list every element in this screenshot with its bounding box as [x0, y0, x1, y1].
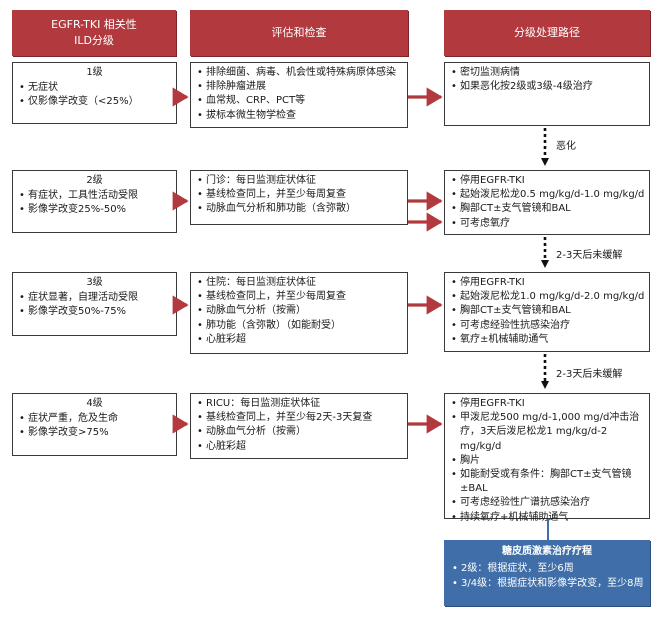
path-item: 胸部CT±支气管镜和BAL [451, 304, 643, 318]
path-item: 甲泼尼龙500 mg/d-1,000 mg/d冲击治疗，3天后泼尼松龙1 mg/… [451, 411, 643, 454]
grade-title: 4级 [86, 398, 103, 409]
path-item: 停用EGFR-TKI [451, 276, 643, 290]
path-item: 可考虑经验性广谱抗感染治疗 [451, 496, 643, 510]
header-eval: 评估和检查 [190, 10, 408, 56]
grade-item: 影像学改变50%-75% [19, 305, 170, 319]
steroid-taper-title: 糖皮质激素治疗疗程 [502, 546, 592, 557]
grade-title: 1级 [86, 67, 103, 78]
grade-box-1: 1级 无症状 仅影像学改变（<25%） [12, 62, 177, 124]
eval-box-2: 门诊：每日监测症状体征 基线检查同上，并至少每周复查 动脉血气分析和肺功能（含弥… [190, 170, 408, 225]
eval-item: 排除肿瘤进展 [197, 80, 401, 94]
path-item: 如果恶化按2级或3级-4级治疗 [451, 80, 643, 94]
header-eval-label: 评估和检查 [271, 26, 327, 39]
eval-item: 血常规、CRP、PCT等 [197, 94, 401, 108]
eval-box-1: 排除细菌、病毒、机会性或特殊病原体感染 排除肿瘤进展 血常规、CRP、PCT等 … [190, 62, 408, 128]
steroid-taper-item: 3/4级：根据症状和影像学改变，至少8周 [452, 576, 643, 591]
header-grade: EGFR-TKI 相关性 ILD分级 [12, 10, 176, 56]
path-item: 起始泼尼松龙0.5 mg/kg/d-1.0 mg/kg/d [451, 188, 644, 202]
connector-label-worsen: 恶化 [556, 141, 576, 152]
path-box-2: 停用EGFR-TKI 起始泼尼松龙0.5 mg/kg/d-1.0 mg/kg/d… [444, 170, 650, 235]
eval-item: RICU：每日监测症状体征 [197, 397, 401, 411]
eval-box-3: 住院：每日监测症状体征 基线检查同上，并至少每周复查 动脉血气分析（按需） 肺功… [190, 272, 408, 354]
grade-item: 无症状 [19, 81, 170, 95]
path-item: 可考虑经验性抗感染治疗 [451, 319, 643, 333]
path-item: 停用EGFR-TKI [451, 397, 643, 411]
path-item: 胸部CT±支气管镜和BAL [451, 202, 643, 216]
grade-box-3: 3级 症状显著，自理活动受限 影像学改变50%-75% [12, 272, 177, 336]
path-item: 氧疗±机械辅助通气 [451, 333, 643, 347]
path-item: 胸片 [451, 454, 643, 468]
header-path: 分级处理路径 [444, 10, 650, 56]
path-item: 停用EGFR-TKI [451, 174, 643, 188]
grade-item: 影像学改变25%-50% [19, 203, 170, 217]
grade-box-4: 4级 症状严重，危及生命 影像学改变>75% [12, 393, 177, 456]
path-box-3: 停用EGFR-TKI 起始泼尼松龙1.0 mg/kg/d-2.0 mg/kg/d… [444, 272, 650, 352]
eval-item: 基线检查同上，并至少每周复查 [197, 188, 401, 202]
eval-item: 动脉血气分析（按需） [197, 425, 401, 439]
eval-box-4: RICU：每日监测症状体征 基线检查同上，并至少每2天-3天复查 动脉血气分析（… [190, 393, 408, 459]
header-grade-line1: EGFR-TKI 相关性 [51, 18, 137, 31]
eval-item: 心脏彩超 [197, 440, 401, 454]
eval-item: 排除细菌、病毒、机会性或特殊病原体感染 [197, 66, 401, 80]
grade-item: 影像学改变>75% [19, 426, 170, 440]
grade-item: 仅影像学改变（<25%） [19, 95, 170, 109]
path-box-1: 密切监测病情 如果恶化按2级或3级-4级治疗 [444, 62, 650, 126]
eval-item: 动脉血气分析（按需） [197, 304, 401, 318]
connector-label-no-relief-1: 2-3天后未缓解 [556, 250, 623, 261]
path-item: 如能耐受或有条件：胸部CT±支气管镜±BAL [451, 468, 643, 496]
path-box-4: 停用EGFR-TKI 甲泼尼龙500 mg/d-1,000 mg/d冲击治疗，3… [444, 393, 650, 525]
path-item: 起始泼尼松龙1.0 mg/kg/d-2.0 mg/kg/d [451, 290, 644, 304]
steroid-taper-box: 糖皮质激素治疗疗程 2级：根据症状，至少6周 3/4级：根据症状和影像学改变，至… [444, 540, 650, 606]
eval-item: 动脉血气分析和肺功能（含弥散） [197, 202, 401, 216]
eval-item: 门诊：每日监测症状体征 [197, 174, 401, 188]
eval-item: 心脏彩超 [197, 333, 401, 347]
grade-title: 2级 [86, 175, 103, 186]
grade-box-2: 2级 有症状，工具性活动受限 影像学改变25%-50% [12, 170, 177, 233]
grade-title: 3级 [86, 277, 103, 288]
eval-item: 基线检查同上，并至少每2天-3天复查 [197, 411, 401, 425]
eval-item: 基线检查同上，并至少每周复查 [197, 290, 401, 304]
eval-item: 拔标本微生物学检查 [197, 109, 401, 123]
header-path-label: 分级处理路径 [514, 26, 580, 39]
steroid-taper-item: 2级：根据症状，至少6周 [452, 561, 642, 576]
path-item: 密切监测病情 [451, 66, 643, 80]
connector-label-no-relief-2: 2-3天后未缓解 [556, 369, 623, 380]
eval-item: 肺功能（含弥散）（如能耐受） [197, 319, 401, 333]
header-grade-line2: ILD分级 [74, 34, 114, 47]
path-item: 持续氧疗+机械辅助通气 [451, 511, 643, 525]
grade-item: 症状显著，自理活动受限 [19, 291, 170, 305]
grade-item: 症状严重，危及生命 [19, 412, 170, 426]
path-item: 可考虑氧疗 [451, 217, 643, 231]
eval-item: 住院：每日监测症状体征 [197, 276, 401, 290]
grade-item: 有症状，工具性活动受限 [19, 189, 170, 203]
